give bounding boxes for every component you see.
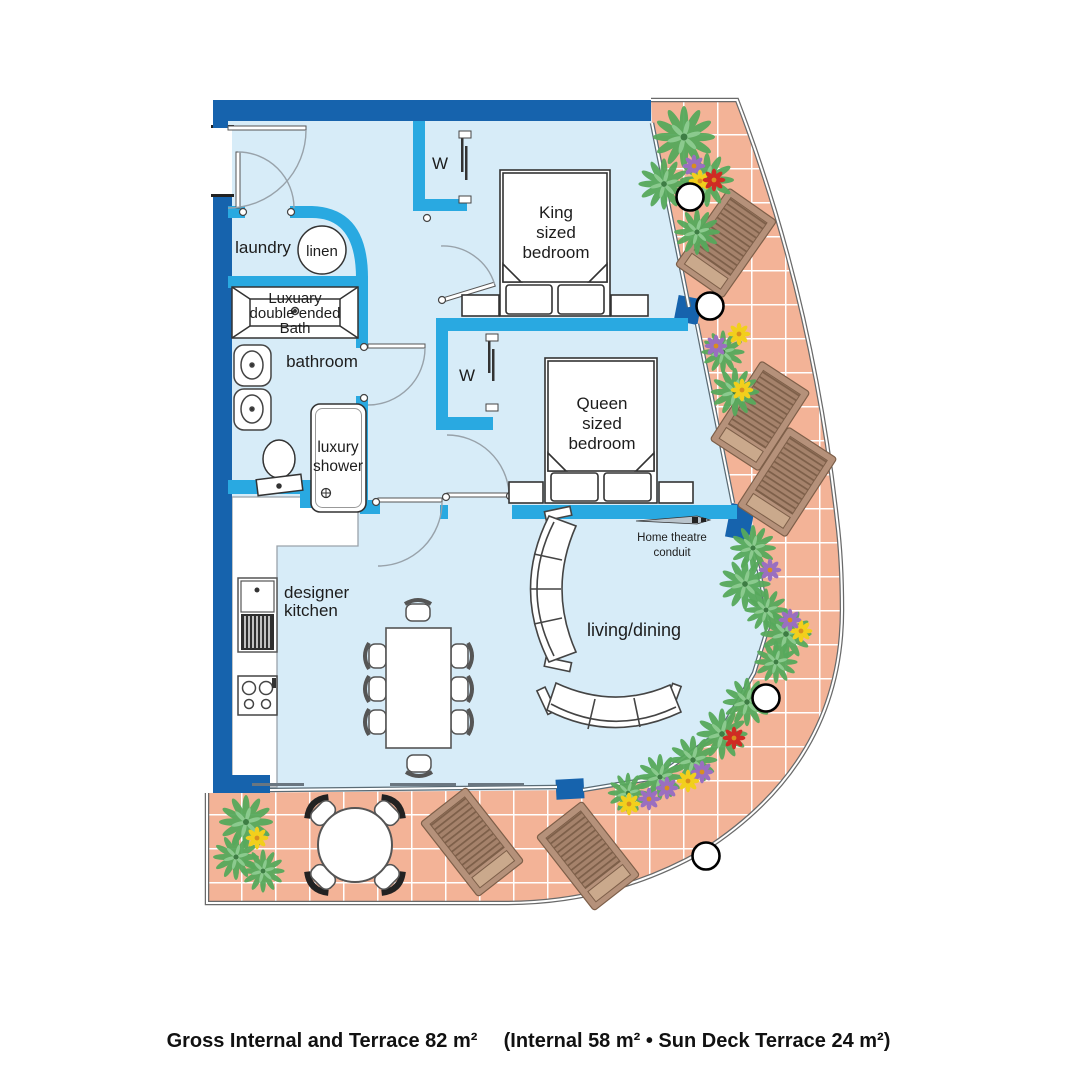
curved-sofa-2 (535, 681, 683, 730)
queen-bed (508, 357, 694, 504)
room-label-bath-line-1: double ended (250, 305, 341, 322)
bedside-table (610, 294, 649, 317)
room-label-kitchen-line-0: designer (284, 583, 350, 602)
home-theatre-conduit-symbol (635, 515, 712, 525)
dining-table (385, 627, 452, 749)
dining-set (363, 598, 474, 778)
caption-gross-area: Gross Internal and Terrace 82 m² (167, 1030, 478, 1052)
room-label-shower-line-1: shower (313, 458, 363, 475)
room-label-king-line-0: King (539, 203, 573, 222)
conduit-label-line-1: conduit (653, 547, 691, 559)
living-door-leaf (377, 497, 443, 503)
entry-threshold (213, 128, 232, 197)
room-label-bath-line-0: Luxuary (268, 290, 322, 307)
room-label-bath-line-2: Bath (280, 320, 311, 337)
laundry-door-leaf (235, 151, 241, 209)
bathroom-basins (233, 344, 272, 431)
toilet (255, 439, 304, 497)
wardrobe-label-1: W (432, 154, 448, 173)
double-ended-bath (231, 286, 359, 339)
caption-area-breakdown: (Internal 58 m² • Sun Deck Terrace 24 m²… (504, 1030, 891, 1052)
room-label-linen: linen (306, 243, 338, 260)
room-label-king-line-1: sized (536, 223, 576, 242)
entry-door-leaf (227, 125, 307, 131)
queen-door-leaf (446, 492, 510, 498)
glazing-pier (673, 294, 703, 326)
curved-sofa (529, 505, 578, 673)
apartment-floor (213, 100, 770, 792)
wardrobe-sliding-doors (458, 130, 499, 412)
room-label-shower-line-0: luxury (317, 439, 359, 456)
room-label-queen-line-2: bedroom (568, 434, 635, 453)
exterior-walls (213, 100, 756, 800)
room-label-queen-line-1: sized (582, 414, 622, 433)
terrace-planters (675, 182, 781, 871)
cooktop-hob (237, 675, 278, 716)
linen-cupboard (297, 225, 347, 275)
terrace-table (317, 807, 393, 883)
glazing-pier (555, 778, 585, 800)
bedside-table (461, 294, 500, 317)
king-bed (461, 169, 649, 317)
terrace-cafe-set (303, 793, 407, 897)
conduit-label-line-0: Home theatre (637, 532, 707, 544)
room-label-living-dining: living/dining (587, 620, 681, 640)
room-label-queen-line-0: Queen (576, 394, 627, 413)
bedside-table (658, 481, 694, 504)
room-label-king-line-2: bedroom (522, 243, 589, 262)
room-label-bathroom: bathroom (286, 352, 358, 371)
room-label-kitchen-line-1: kitchen (284, 601, 338, 620)
doors (227, 125, 515, 567)
wardrobe-label-2: W (459, 366, 475, 385)
sliding-door-tracks (252, 783, 524, 786)
lintel-line (211, 194, 234, 197)
kitchen-sink (237, 577, 278, 653)
bathroom-door-leaf (367, 343, 426, 349)
room-label-laundry: laundry (235, 238, 291, 257)
bedside-table (508, 481, 544, 504)
luxury-shower (310, 403, 367, 513)
